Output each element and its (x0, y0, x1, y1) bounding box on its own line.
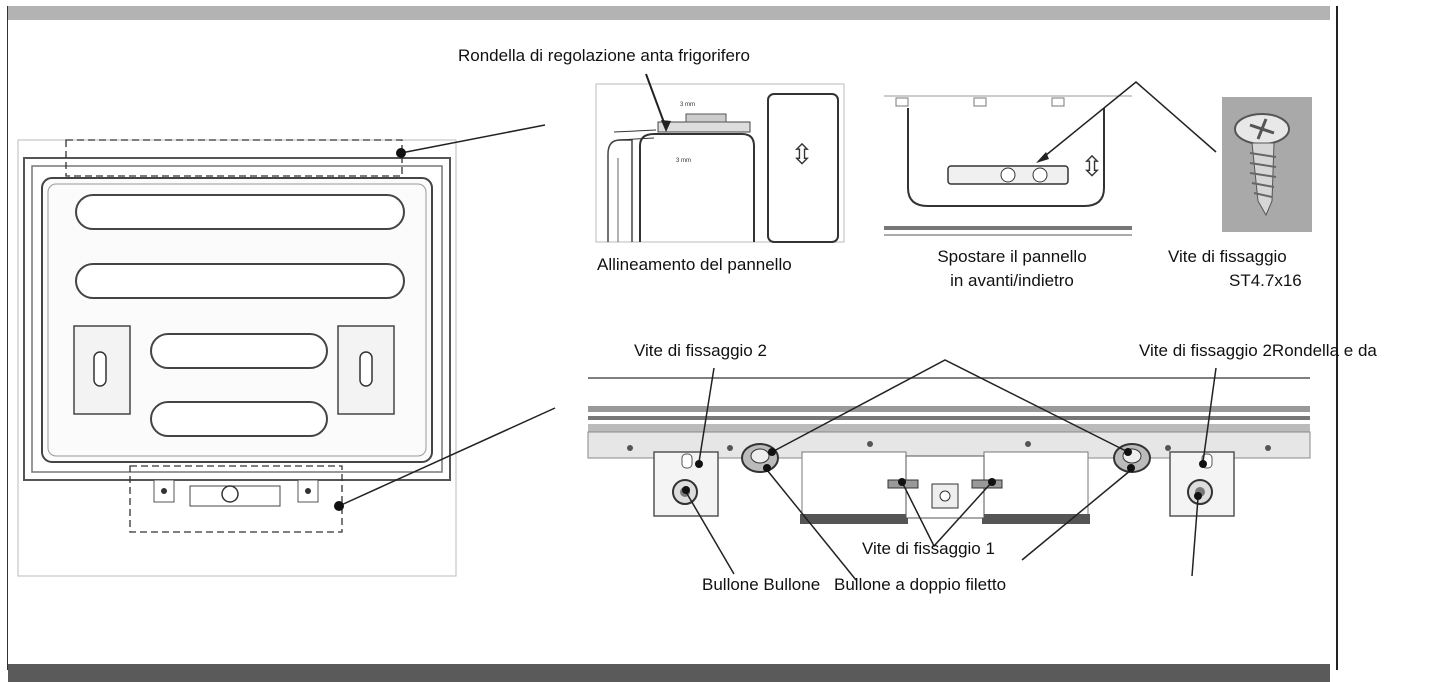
top-band (8, 6, 1330, 20)
right-border (1336, 6, 1338, 670)
door-panel-drawing (17, 139, 457, 577)
screw-name-line1: Vite di fissaggio (1168, 247, 1287, 266)
svg-text:⇳: ⇳ (790, 139, 813, 170)
screw2-left-label: Vite di fissaggio 2 (634, 341, 767, 360)
svg-text:3 mm: 3 mm (676, 158, 691, 164)
shim-label: Rondella di regolazione anta frigorifero (458, 46, 751, 65)
svg-text:3 mm: 3 mm (680, 102, 695, 108)
alignment-label: Allineamento del pannello (597, 255, 792, 274)
bottom-band (8, 664, 1330, 682)
screw-photo (1222, 97, 1312, 232)
screw2-right-label: Vite di fissaggio 2Rondella e da (1139, 341, 1377, 360)
move-panel-drawing: ⇳ (884, 95, 1132, 236)
screw-name-line2: ST4.7x16 (1229, 271, 1302, 290)
double-thread-bolt-label: Bullone a doppio filetto (834, 575, 1007, 594)
bolts-label: Bullone Bullone (702, 575, 821, 594)
left-border (7, 6, 8, 670)
alignment-detail-drawing: ⇳ 3 mm 3 mm (595, 83, 845, 243)
move-panel-label-line2: in avanti/indietro (950, 271, 1074, 290)
rail-detail-drawing (587, 377, 1311, 524)
screw1-label: Vite di fissaggio 1 (862, 539, 995, 558)
svg-text:⇳: ⇳ (1080, 151, 1103, 182)
move-panel-label-line1: Spostare il pannello (937, 247, 1087, 266)
